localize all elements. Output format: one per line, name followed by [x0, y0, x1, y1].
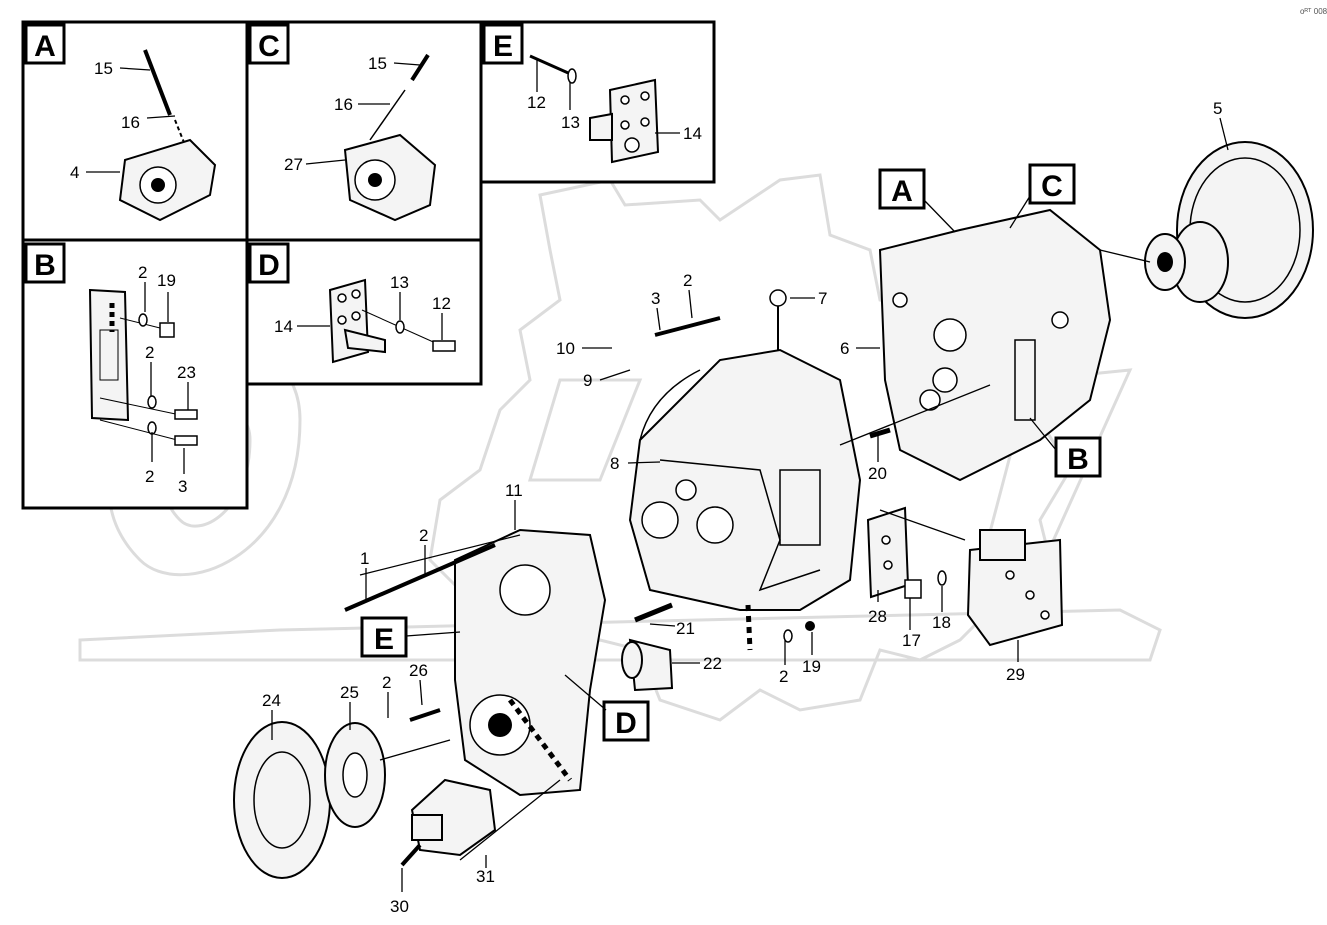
- label-29: 29: [1006, 665, 1025, 684]
- label-26: 26: [409, 661, 428, 680]
- fasteners: [344, 289, 947, 867]
- control-valve-part-29: [966, 529, 1064, 647]
- label-c-15: 15: [368, 54, 387, 73]
- label-22: 22: [703, 654, 722, 673]
- caliper-part-31: [410, 778, 497, 857]
- panel-letter-b: B: [34, 249, 56, 282]
- brake-disc-part-24: [233, 721, 331, 879]
- panel-letter-c: C: [258, 30, 280, 63]
- panel-letter-a: A: [34, 30, 56, 63]
- panel-d-drawing: 13 12 14: [274, 273, 456, 364]
- main-letter-e: E: [374, 623, 394, 656]
- label-10: 10: [556, 339, 575, 358]
- main-letter-tags: A C B E D: [360, 163, 1102, 742]
- label-18: 18: [932, 613, 951, 632]
- label-1: 1: [360, 549, 369, 568]
- label-d-13: 13: [390, 273, 409, 292]
- main-letter-c: C: [1041, 170, 1063, 203]
- label-b-3: 3: [178, 477, 187, 496]
- label-d-14: 14: [274, 317, 293, 336]
- label-17: 17: [902, 631, 921, 650]
- flywheel-housing-part-5: [1144, 141, 1314, 319]
- coupling-part-22: [621, 638, 674, 692]
- label-d-12: 12: [432, 294, 451, 313]
- label-6: 6: [840, 339, 849, 358]
- label-b-23: 23: [177, 363, 196, 382]
- label-e-13: 13: [561, 113, 580, 132]
- panel-letter-d: D: [258, 249, 280, 282]
- label-9: 9: [583, 371, 592, 390]
- label-11: 11: [505, 481, 523, 500]
- flange-part-25: [324, 722, 386, 828]
- label-a-15: 15: [94, 59, 113, 78]
- label-21: 21: [676, 619, 695, 638]
- label-28: 28: [868, 607, 887, 626]
- label-a-16: 16: [121, 113, 140, 132]
- label-b-2-top: 2: [138, 263, 147, 282]
- panel-a-drawing: 15 16 4: [70, 49, 217, 222]
- panel-letter-tags: A C E B D: [24, 23, 524, 284]
- label-19: 19: [802, 657, 821, 676]
- label-7: 7: [818, 289, 827, 308]
- label-8: 8: [610, 454, 619, 473]
- main-letter-d: D: [615, 707, 637, 740]
- label-30: 30: [390, 897, 409, 916]
- panel-c-drawing: 15 16 27: [284, 53, 437, 222]
- gearbox-body: [628, 348, 862, 611]
- alignment-lines: [359, 249, 1151, 861]
- main-letter-b: B: [1067, 443, 1089, 476]
- label-24: 24: [262, 691, 281, 710]
- label-c-16: 16: [334, 95, 353, 114]
- label-b-2-bottom: 2: [145, 467, 154, 486]
- label-c-27: 27: [284, 155, 303, 174]
- label-31: 31: [476, 867, 495, 886]
- label-2-top: 2: [683, 271, 692, 290]
- label-2-lower: 2: [779, 667, 788, 686]
- label-leaders: [271, 117, 1229, 892]
- label-e-14: 14: [683, 124, 702, 143]
- panel-e-drawing: 12 13 14: [527, 54, 702, 164]
- label-3: 3: [651, 289, 660, 308]
- main-housing: [878, 208, 1112, 482]
- label-e-12: 12: [527, 93, 546, 112]
- panel-b-drawing: 2 19 2 23 2 3: [88, 263, 198, 496]
- panel-frames: [21, 20, 716, 510]
- transmission-cover-part-11: [454, 528, 607, 797]
- label-5: 5: [1213, 99, 1222, 118]
- label-20: 20: [868, 464, 887, 483]
- gasket-part-28: [866, 506, 910, 599]
- main-letter-a: A: [891, 175, 913, 208]
- main-labels: 5 3 2 7 10 9 6 8 20 11 2 1 21 22 2 19 28…: [262, 99, 1222, 916]
- label-a-4: 4: [70, 163, 79, 182]
- label-b-2-mid: 2: [145, 343, 154, 362]
- drawing-code: oᴿᵀ 008: [1300, 7, 1327, 16]
- label-2-disc: 2: [382, 673, 391, 692]
- panel-letter-e: E: [493, 30, 513, 63]
- label-25: 25: [340, 683, 359, 702]
- label-2-front: 2: [419, 526, 428, 545]
- label-b-19: 19: [157, 271, 176, 290]
